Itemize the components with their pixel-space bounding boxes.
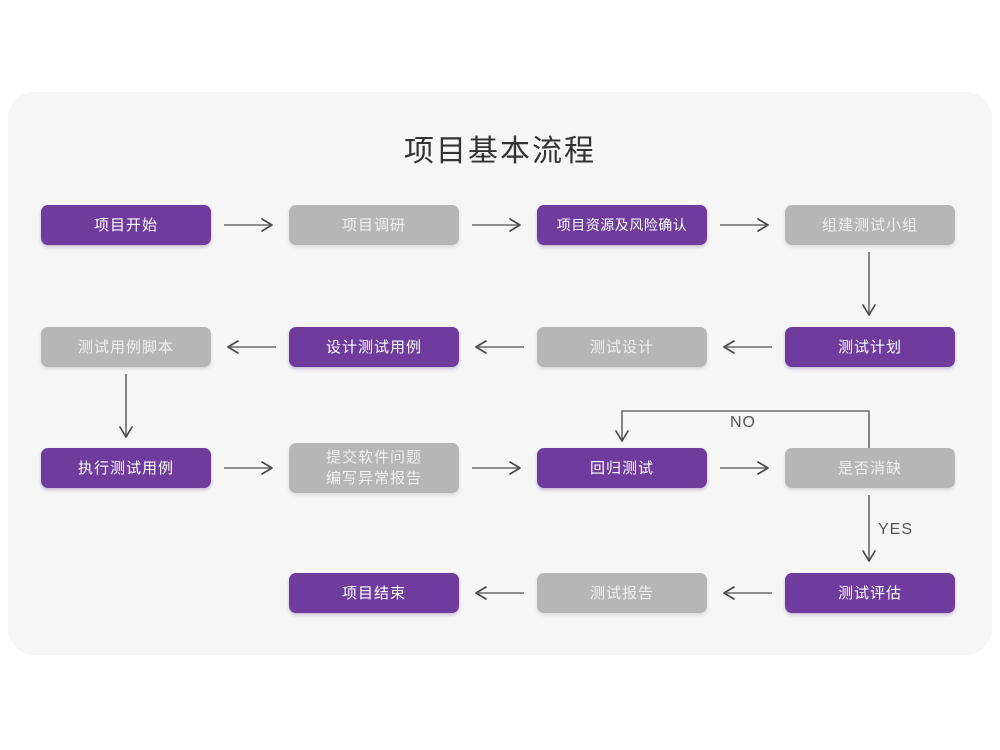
node-defect-resolved-decision[interactable]: 是否消缺: [785, 448, 955, 488]
node-resource-risk-confirm[interactable]: 项目资源及风险确认: [537, 205, 707, 245]
node-submit-issue-report[interactable]: 提交软件问题 编写异常报告: [289, 443, 459, 493]
page-title: 项目基本流程: [404, 135, 596, 168]
node-design-test-case[interactable]: 设计测试用例: [289, 327, 459, 367]
node-execute-test-case[interactable]: 执行测试用例: [41, 448, 211, 488]
node-regression-test[interactable]: 回归测试: [537, 448, 707, 488]
edge-label-no: NO: [730, 414, 756, 431]
node-test-case-script[interactable]: 测试用例脚本: [41, 327, 211, 367]
node-test-report[interactable]: 测试报告: [537, 573, 707, 613]
node-project-start[interactable]: 项目开始: [41, 205, 211, 245]
node-test-plan[interactable]: 测试计划: [785, 327, 955, 367]
flowchart-card: [8, 92, 992, 655]
node-project-research[interactable]: 项目调研: [289, 205, 459, 245]
node-test-evaluation[interactable]: 测试评估: [785, 573, 955, 613]
node-project-end[interactable]: 项目结束: [289, 573, 459, 613]
node-build-test-team[interactable]: 组建测试小组: [785, 205, 955, 245]
edge-label-yes: YES: [878, 521, 914, 538]
node-test-design[interactable]: 测试设计: [537, 327, 707, 367]
